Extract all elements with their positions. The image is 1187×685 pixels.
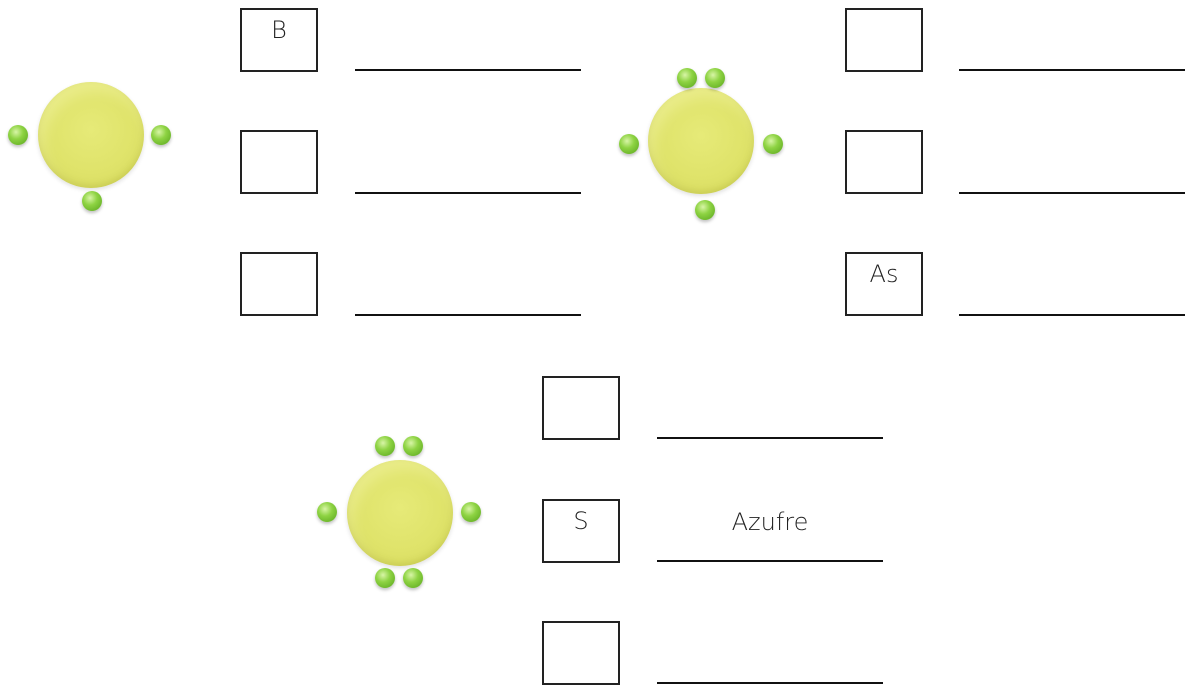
answer-line[interactable] [355, 69, 581, 71]
symbol-box[interactable] [240, 130, 318, 194]
electron-icon [695, 200, 715, 220]
answer-line[interactable] [959, 69, 1185, 71]
answer-line[interactable] [657, 437, 883, 439]
electron-icon [375, 436, 395, 456]
symbol-box[interactable] [240, 252, 318, 316]
electron-icon [317, 502, 337, 522]
symbol-box[interactable] [542, 376, 620, 440]
electron-icon [151, 125, 171, 145]
electron-icon [403, 568, 423, 588]
electron-icon [375, 568, 395, 588]
symbol-box[interactable] [845, 8, 923, 72]
symbol-box[interactable]: As [845, 252, 923, 316]
atom-2 [648, 88, 754, 194]
answer-line[interactable] [959, 314, 1185, 316]
symbol-box[interactable] [845, 130, 923, 194]
answer-line[interactable] [355, 314, 581, 316]
electron-icon [403, 436, 423, 456]
answer-line[interactable] [959, 192, 1185, 194]
electron-icon [677, 68, 697, 88]
electron-icon [619, 134, 639, 154]
atom-3 [347, 460, 453, 566]
symbol-box[interactable] [542, 621, 620, 685]
symbol-box[interactable]: S [542, 499, 620, 563]
electron-icon [82, 191, 102, 211]
electron-icon [763, 134, 783, 154]
atom-1 [38, 82, 144, 188]
electron-icon [8, 125, 28, 145]
answer-line[interactable] [657, 682, 883, 684]
answer-line[interactable] [355, 192, 581, 194]
symbol-box[interactable]: B [240, 8, 318, 72]
answer-line[interactable] [657, 560, 883, 562]
element-name: Azufre [731, 508, 809, 536]
electron-icon [705, 68, 725, 88]
electron-icon [461, 502, 481, 522]
